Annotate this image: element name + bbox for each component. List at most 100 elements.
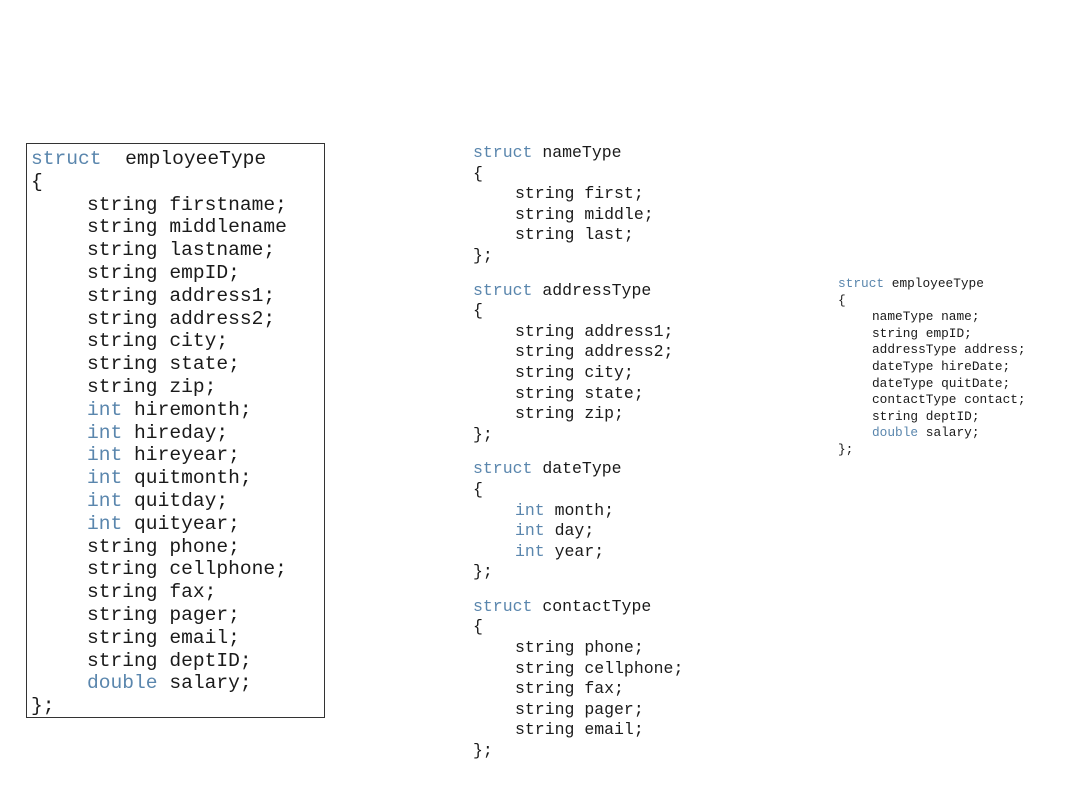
close-brace: }; [473, 424, 493, 444]
field-line: string middle; [473, 205, 683, 226]
field-type: string [87, 603, 158, 626]
field-line: string firstname; [31, 194, 324, 217]
field-declarator: quitmonth; [134, 467, 252, 490]
field-type: string [515, 699, 575, 719]
field-type: string [87, 558, 158, 581]
field-declarator: name; [941, 309, 980, 325]
open-brace: { [838, 292, 846, 308]
field-declarator: first; [584, 184, 644, 204]
close-brace: }; [473, 741, 493, 761]
field-type: string [515, 225, 575, 245]
field-line: string empID; [838, 326, 1026, 343]
field-declarator: hireday; [134, 421, 229, 444]
field-declarator: fax; [169, 581, 217, 604]
struct-header: struct employeeType [31, 148, 324, 171]
field-type: contactType [872, 392, 957, 408]
field-declarator: email; [169, 626, 240, 649]
field-line: int hireyear; [31, 444, 324, 467]
field-type: int [515, 500, 545, 520]
field-declarator: pager; [169, 603, 240, 626]
field-line: dateType quitDate; [838, 376, 1026, 393]
field-type: string [87, 353, 158, 376]
field-declarator: zip; [169, 375, 217, 398]
field-declarator: state; [584, 383, 644, 403]
field-line: string phone; [473, 638, 683, 659]
field-line: string email; [31, 627, 324, 650]
field-declarator: salary; [169, 672, 252, 695]
close-brace: }; [473, 562, 493, 582]
struct-header: struct addressType [473, 281, 683, 302]
field-line: string address2; [31, 308, 324, 331]
open-brace: { [473, 163, 483, 183]
field-line: string fax; [31, 581, 324, 604]
field-type: string [87, 284, 158, 307]
field-line: string address2; [473, 342, 683, 363]
flat-struct-code-block: struct employeeType { string firstname;s… [26, 143, 325, 718]
field-line: int quityear; [31, 513, 324, 536]
field-line: string cellphone; [31, 558, 324, 581]
struct-name: addressType [542, 280, 652, 300]
field-declarator: empID; [925, 325, 972, 341]
field-declarator: pager; [584, 699, 644, 719]
field-type: string [87, 626, 158, 649]
field-type: string [87, 649, 158, 672]
field-line: int year; [473, 542, 683, 563]
field-line: int quitday; [31, 490, 324, 513]
field-declarator: salary; [925, 425, 980, 441]
field-type: dateType [872, 358, 934, 374]
struct-header: struct contactType [473, 597, 683, 618]
field-line: nameType name; [838, 309, 1026, 326]
field-type: string [515, 658, 575, 678]
struct-address-type: struct addressType { string address1;str… [473, 281, 683, 446]
field-list: string phone;string cellphone;string fax… [473, 638, 683, 741]
field-declarator: deptID; [925, 408, 980, 424]
field-declarator: phone; [169, 535, 240, 558]
struct-name: employeeType [125, 148, 267, 170]
struct-header: struct nameType [473, 143, 683, 164]
field-type: string [87, 535, 158, 558]
field-type: string [87, 581, 158, 604]
field-line: string last; [473, 225, 683, 246]
struct-contact-type: struct contactType { string phone;string… [473, 597, 683, 762]
field-declarator: middle; [584, 204, 654, 224]
field-line: string city; [473, 363, 683, 384]
field-line: string phone; [31, 536, 324, 559]
field-line: int hiremonth; [31, 399, 324, 422]
field-declarator: address2; [169, 307, 276, 330]
field-type: string [87, 193, 158, 216]
field-type: int [87, 467, 123, 490]
field-type: int [515, 541, 545, 561]
field-type: int [87, 444, 123, 467]
field-line: int day; [473, 521, 683, 542]
field-type: string [515, 383, 575, 403]
nested-struct-code-block: struct employeeType { nameType name;stri… [838, 276, 1026, 459]
field-type: string [515, 404, 575, 424]
struct-name: nameType [542, 143, 622, 162]
field-line: string zip; [31, 376, 324, 399]
field-type: string [87, 307, 158, 330]
struct-header: struct employeeType [838, 276, 1026, 293]
field-list: int month;int day;int year; [473, 501, 683, 563]
open-brace: { [473, 617, 483, 637]
field-declarator: hireDate; [941, 358, 1011, 374]
field-line: string address1; [31, 285, 324, 308]
field-type: int [87, 421, 123, 444]
field-type: string [87, 239, 158, 262]
field-line: string email; [473, 720, 683, 741]
field-line: string deptID; [838, 409, 1026, 426]
field-declarator: middlename [169, 216, 287, 239]
field-declarator: hiremonth; [134, 398, 252, 421]
field-line: addressType address; [838, 342, 1026, 359]
field-type: string [515, 184, 575, 204]
field-type: string [87, 330, 158, 353]
field-line: int month; [473, 501, 683, 522]
field-type: int [87, 489, 123, 512]
field-list: string address1;string address2;string c… [473, 322, 683, 425]
field-line: string zip; [473, 404, 683, 425]
component-structs-code-block: struct nameType { string first;string mi… [473, 143, 683, 762]
field-type: nameType [872, 309, 934, 325]
field-type: addressType [872, 342, 957, 358]
field-type: string [87, 261, 158, 284]
field-declarator: zip; [584, 404, 624, 424]
